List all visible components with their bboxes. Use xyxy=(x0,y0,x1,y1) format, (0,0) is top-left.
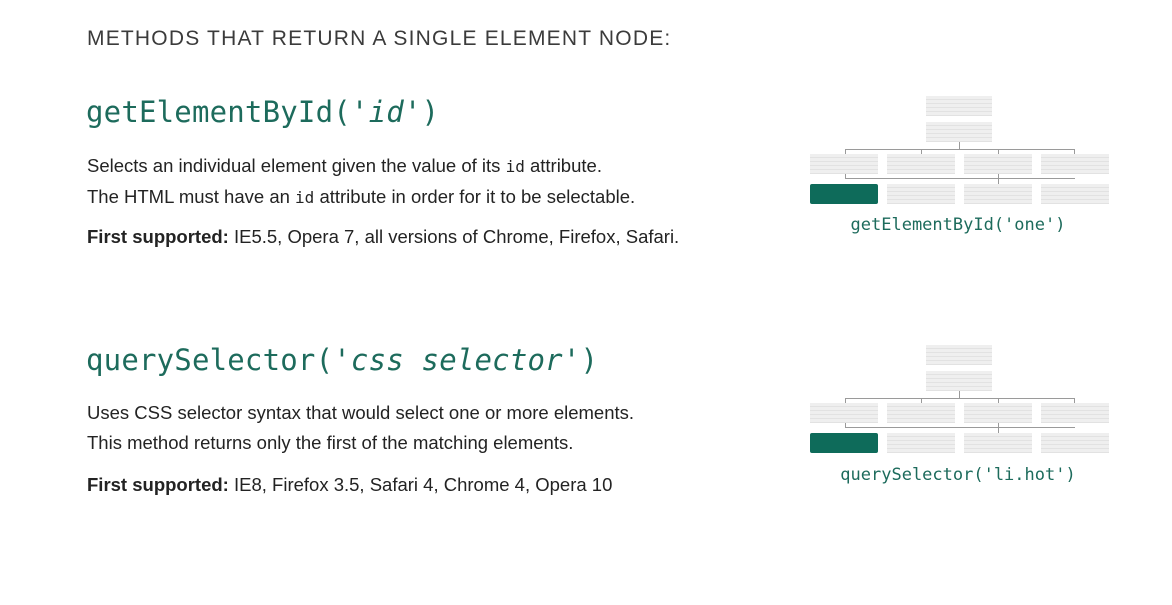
tree-connector xyxy=(1074,149,1075,155)
text-segment: The HTML must have an xyxy=(87,186,296,207)
title-suffix: ') xyxy=(403,95,440,129)
tree-connector xyxy=(845,149,1075,150)
method-description: Uses CSS selector syntax that would sele… xyxy=(87,398,634,458)
text-segment: Selects an individual element given the … xyxy=(87,155,506,176)
text-segment: attribute. xyxy=(524,155,602,176)
tree-node-text xyxy=(964,433,1032,453)
title-arg: id xyxy=(368,95,404,129)
inline-code: id xyxy=(505,157,525,176)
tree-node-selected xyxy=(810,184,878,204)
title-prefix: querySelector(' xyxy=(86,343,351,377)
tree-node-li xyxy=(810,403,878,423)
tree-connector xyxy=(845,423,846,428)
support-label: First supported: xyxy=(87,474,229,495)
tree-node-li xyxy=(887,154,955,174)
tree-node-root xyxy=(926,345,992,365)
tree-node-li xyxy=(1041,154,1109,174)
text-segment: attribute in order for it to be selectab… xyxy=(314,186,636,207)
tree-node-li xyxy=(1041,403,1109,423)
dom-tree-diagram xyxy=(800,96,1120,206)
browser-support: First supported: IE8, Firefox 3.5, Safar… xyxy=(87,474,612,496)
tree-connector xyxy=(959,391,960,399)
tree-connector xyxy=(845,178,1075,179)
tree-node-parent xyxy=(926,371,992,391)
method-description: Selects an individual element given the … xyxy=(87,151,635,213)
method-title-getelementbyid: getElementById('id') xyxy=(86,95,439,129)
diagram-caption: getElementById('one') xyxy=(850,215,1066,235)
tree-node-li xyxy=(810,154,878,174)
description-line-1: Selects an individual element given the … xyxy=(87,151,635,182)
tree-connector xyxy=(998,398,999,404)
description-line-2: This method returns only the first of th… xyxy=(87,432,574,453)
tree-connector xyxy=(1074,398,1075,404)
tree-connector xyxy=(998,174,999,184)
tree-connector xyxy=(845,398,846,404)
method-title-queryselector: querySelector('css selector') xyxy=(86,343,598,377)
title-prefix: getElementById(' xyxy=(86,95,369,129)
tree-node-li xyxy=(964,403,1032,423)
tree-connector xyxy=(921,398,922,404)
title-arg: css selector xyxy=(350,343,563,377)
tree-connector xyxy=(959,142,960,150)
tree-connector xyxy=(845,174,846,179)
tree-node-text xyxy=(1041,184,1109,204)
title-suffix: ') xyxy=(562,343,599,377)
description-line-1: Uses CSS selector syntax that would sele… xyxy=(87,402,635,423)
tree-node-li xyxy=(964,154,1032,174)
tree-node-root xyxy=(926,96,992,116)
page-heading: METHODS THAT RETURN A SINGLE ELEMENT NOD… xyxy=(87,27,672,50)
support-text: IE5.5, Opera 7, all versions of Chrome, … xyxy=(228,226,680,247)
tree-connector xyxy=(845,427,1075,428)
tree-node-text xyxy=(887,433,955,453)
tree-node-parent xyxy=(926,122,992,142)
tree-connector xyxy=(845,149,846,155)
tree-connector xyxy=(921,149,922,155)
support-label: First supported: xyxy=(87,226,229,247)
browser-support: First supported: IE5.5, Opera 7, all ver… xyxy=(87,226,679,248)
description-line-2: The HTML must have an id attribute in or… xyxy=(87,182,635,213)
dom-tree-diagram xyxy=(800,345,1120,455)
tree-node-text xyxy=(887,184,955,204)
tree-node-text xyxy=(1041,433,1109,453)
tree-connector xyxy=(998,149,999,155)
diagram-caption: querySelector('li.hot') xyxy=(840,465,1076,485)
tree-connector xyxy=(845,398,1075,399)
tree-connector xyxy=(998,423,999,433)
tree-node-text xyxy=(964,184,1032,204)
tree-node-selected xyxy=(810,433,878,453)
tree-node-li xyxy=(887,403,955,423)
inline-code: id xyxy=(295,188,315,207)
support-text: IE8, Firefox 3.5, Safari 4, Chrome 4, Op… xyxy=(228,474,613,495)
